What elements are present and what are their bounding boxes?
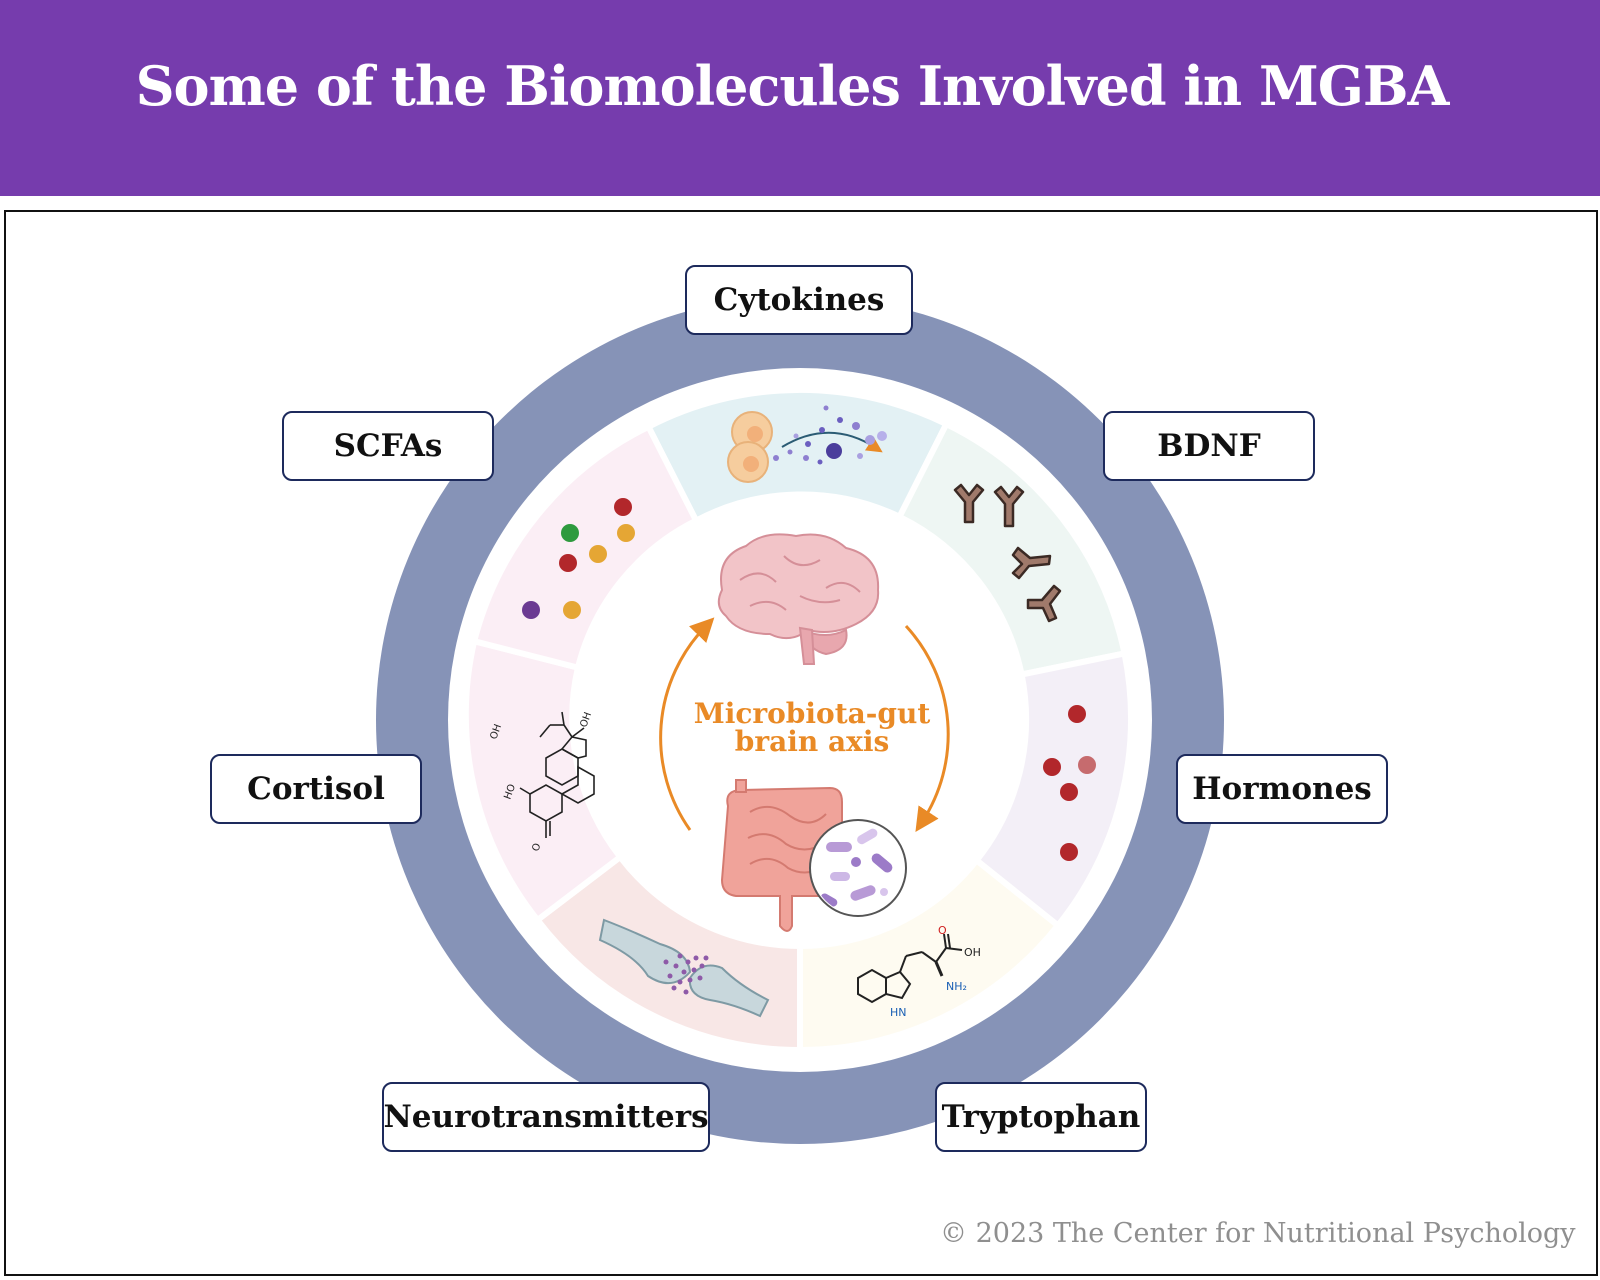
cortisol-oh-label-2: OH [578,711,594,729]
axis-arrows [659,617,950,833]
bdnf-protein-icon [953,483,1062,623]
copyright-notice: © 2023 The Center for Nutritional Psycho… [940,1218,1576,1249]
center-label-line2: brain axis [734,725,890,758]
bacteria-magnifier-icon [809,819,907,917]
tryptophan-structure-icon [857,933,963,1004]
cortisol-structure-icon [519,711,595,838]
cells-releasing-cytokines-icon [727,405,887,483]
arrow-up-icon [659,617,715,831]
tryptophan-atom-labels: O OH NH₂ HN [890,924,981,1019]
page-title: Some of the Biomolecules Involved in MGB… [135,54,1450,118]
tryptophan-hn-label: HN [890,1006,907,1019]
cortisol-o-label: O [530,842,543,853]
cortisol-atom-labels: OH OH HO O [488,711,594,853]
brain-icon [717,533,880,665]
label-cytokines: Cytokines [685,265,913,335]
tryptophan-oh-label: OH [964,946,981,959]
label-hormones: Hormones [1176,754,1388,824]
tryptophan-nh2-label: NH₂ [946,980,967,993]
hormone-molecules-icon [1043,705,1096,861]
tryptophan-o-label: O [938,924,947,937]
cortisol-oh-label-1: OH [488,723,504,741]
label-bdnf: BDNF [1103,411,1315,481]
center-label-line1: Microbiota-gut [693,697,931,730]
label-tryptophan: Tryptophan [935,1082,1147,1152]
label-scfas: SCFAs [282,411,494,481]
arrow-down-icon [904,624,950,833]
center-label: Microbiota-gut brain axis [672,700,952,756]
title-banner: Some of the Biomolecules Involved in MGB… [0,0,1600,196]
center-disc [578,498,1022,942]
synapse-icon [598,918,770,1018]
cortisol-ho-label: HO [502,783,518,801]
label-cortisol: Cortisol [210,754,422,824]
scfa-molecules-icon [522,498,635,619]
label-neurotransmitters: Neurotransmitters [382,1082,710,1152]
